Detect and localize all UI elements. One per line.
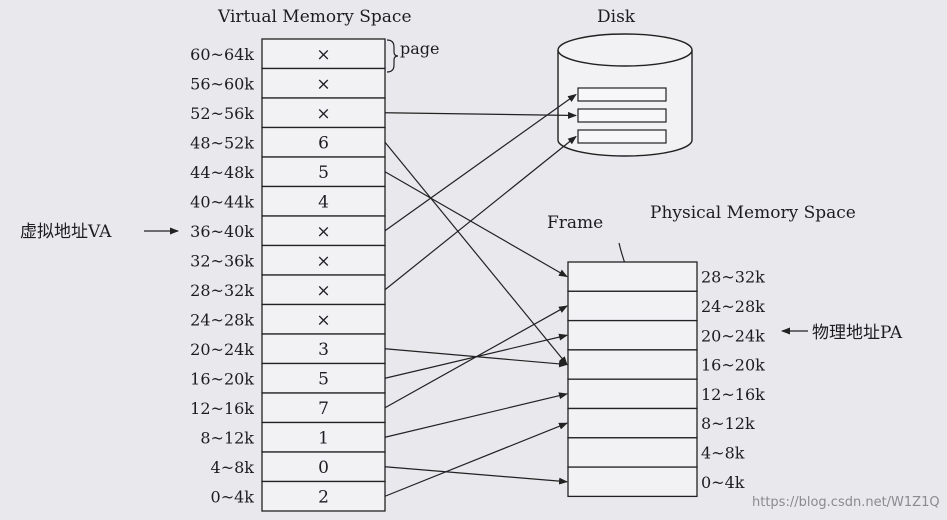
physical-frame-cell <box>567 349 698 380</box>
page-to-frame-arrow <box>384 422 568 497</box>
virtual-page-cell <box>261 244 386 276</box>
mapping-arrows <box>384 93 577 497</box>
physical-frame-cell <box>567 290 698 322</box>
physical-frame-range: 0~4k <box>701 473 745 492</box>
virtual-page-cell <box>261 274 386 306</box>
physical-frame-range: 28~32k <box>701 268 765 287</box>
unmapped-mark: × <box>316 251 330 271</box>
page-to-frame-arrow <box>384 171 568 278</box>
frame-label: Frame <box>547 213 603 233</box>
virtual-page-cell <box>261 303 386 335</box>
virtual-page-range: 0~4k <box>211 487 255 506</box>
physical-frame-cell <box>567 407 698 439</box>
page-to-frame-arrow <box>384 466 568 485</box>
virtual-page-range: 28~32k <box>190 281 254 300</box>
watermark: https://blog.csdn.net/W1Z1Q <box>752 495 940 510</box>
virtual-page-cell <box>261 480 386 512</box>
virtual-page-range: 44~48k <box>190 163 254 182</box>
unmapped-mark: × <box>316 281 330 301</box>
unmapped-mark: × <box>316 222 330 242</box>
virtual-page-cell <box>261 392 386 424</box>
physical-frame-range: 12~16k <box>701 385 765 404</box>
virtual-page-range: 32~36k <box>190 251 254 270</box>
virtual-memory-title: Virtual Memory Space <box>217 7 412 27</box>
frame-number: 4 <box>318 192 329 212</box>
page-to-frame-arrow <box>384 392 568 438</box>
virtual-page-range: 52~56k <box>190 104 254 123</box>
virtual-page-range: 8~12k <box>200 428 254 447</box>
pa-label: 物理地址PA <box>812 323 903 343</box>
virtual-page-range: 40~44k <box>190 192 254 211</box>
virtual-page-range: 36~40k <box>190 222 254 241</box>
frame-number: 2 <box>318 487 329 507</box>
page-to-frame-arrow <box>384 305 568 409</box>
frame-number: 5 <box>318 163 329 183</box>
page-to-disk-arrow <box>384 93 577 232</box>
page-to-disk-arrow <box>384 135 577 291</box>
virtual-page-range: 20~24k <box>190 340 254 359</box>
physical-memory-title: Physical Memory Space <box>650 203 856 223</box>
physical-frame-range: 16~20k <box>701 356 765 375</box>
virtual-page-range: 48~52k <box>190 133 254 152</box>
physical-frame-cell <box>567 437 698 468</box>
frame-number: 1 <box>318 428 329 448</box>
virtual-page-cell <box>261 38 386 70</box>
disk-slot <box>577 108 667 123</box>
virtual-page-range: 56~60k <box>190 74 254 93</box>
disk-icon <box>557 33 693 157</box>
disk-slot <box>577 87 667 102</box>
frame-number: 0 <box>318 458 329 478</box>
frame-number: 3 <box>318 340 329 360</box>
unmapped-mark: × <box>316 45 330 65</box>
physical-frame-cell <box>567 466 698 498</box>
physical-frame-range: 4~8k <box>701 443 745 462</box>
physical-frame-cell <box>567 378 698 410</box>
virtual-page-cell <box>261 451 386 483</box>
frame-number: 5 <box>318 369 329 389</box>
virtual-page-range: 16~20k <box>190 369 254 388</box>
physical-frame-cell <box>567 319 698 351</box>
physical-frame-table: 28~32k 24~28k 20~24k 16~20k 12~16k 8~12k 4~8k 0… <box>567 261 765 498</box>
virtual-page-range: 12~16k <box>190 399 254 418</box>
virtual-page-cell <box>261 421 386 453</box>
virtual-page-cell <box>261 67 386 99</box>
virtual-page-range: 60~64k <box>190 45 254 64</box>
va-label: 虚拟地址VA <box>20 222 112 242</box>
physical-frame-range: 8~12k <box>701 414 755 433</box>
page-to-frame-arrow <box>384 141 568 366</box>
physical-frame-range: 24~28k <box>701 297 765 316</box>
page-brace <box>386 39 399 73</box>
unmapped-mark: × <box>316 310 330 330</box>
disk-title: Disk <box>597 7 636 27</box>
page-label: page <box>400 39 440 58</box>
frame-number: 6 <box>318 133 329 153</box>
unmapped-mark: × <box>316 74 330 94</box>
disk-slot <box>577 129 667 144</box>
unmapped-mark: × <box>316 104 330 124</box>
virtual-page-range: 4~8k <box>211 458 255 477</box>
virtual-page-range: 24~28k <box>190 310 254 329</box>
physical-frame-range: 20~24k <box>701 326 765 345</box>
virtual-page-cell <box>261 97 386 129</box>
page-to-disk-arrow <box>384 111 577 119</box>
virtual-page-cell <box>261 362 386 394</box>
physical-frame-cell <box>567 261 698 292</box>
frame-number: 7 <box>318 399 329 419</box>
virtual-page-table: 60~64k × 56~60k × 52~56k × 48~52k 6 44~48k 5 40~44… <box>190 38 386 512</box>
